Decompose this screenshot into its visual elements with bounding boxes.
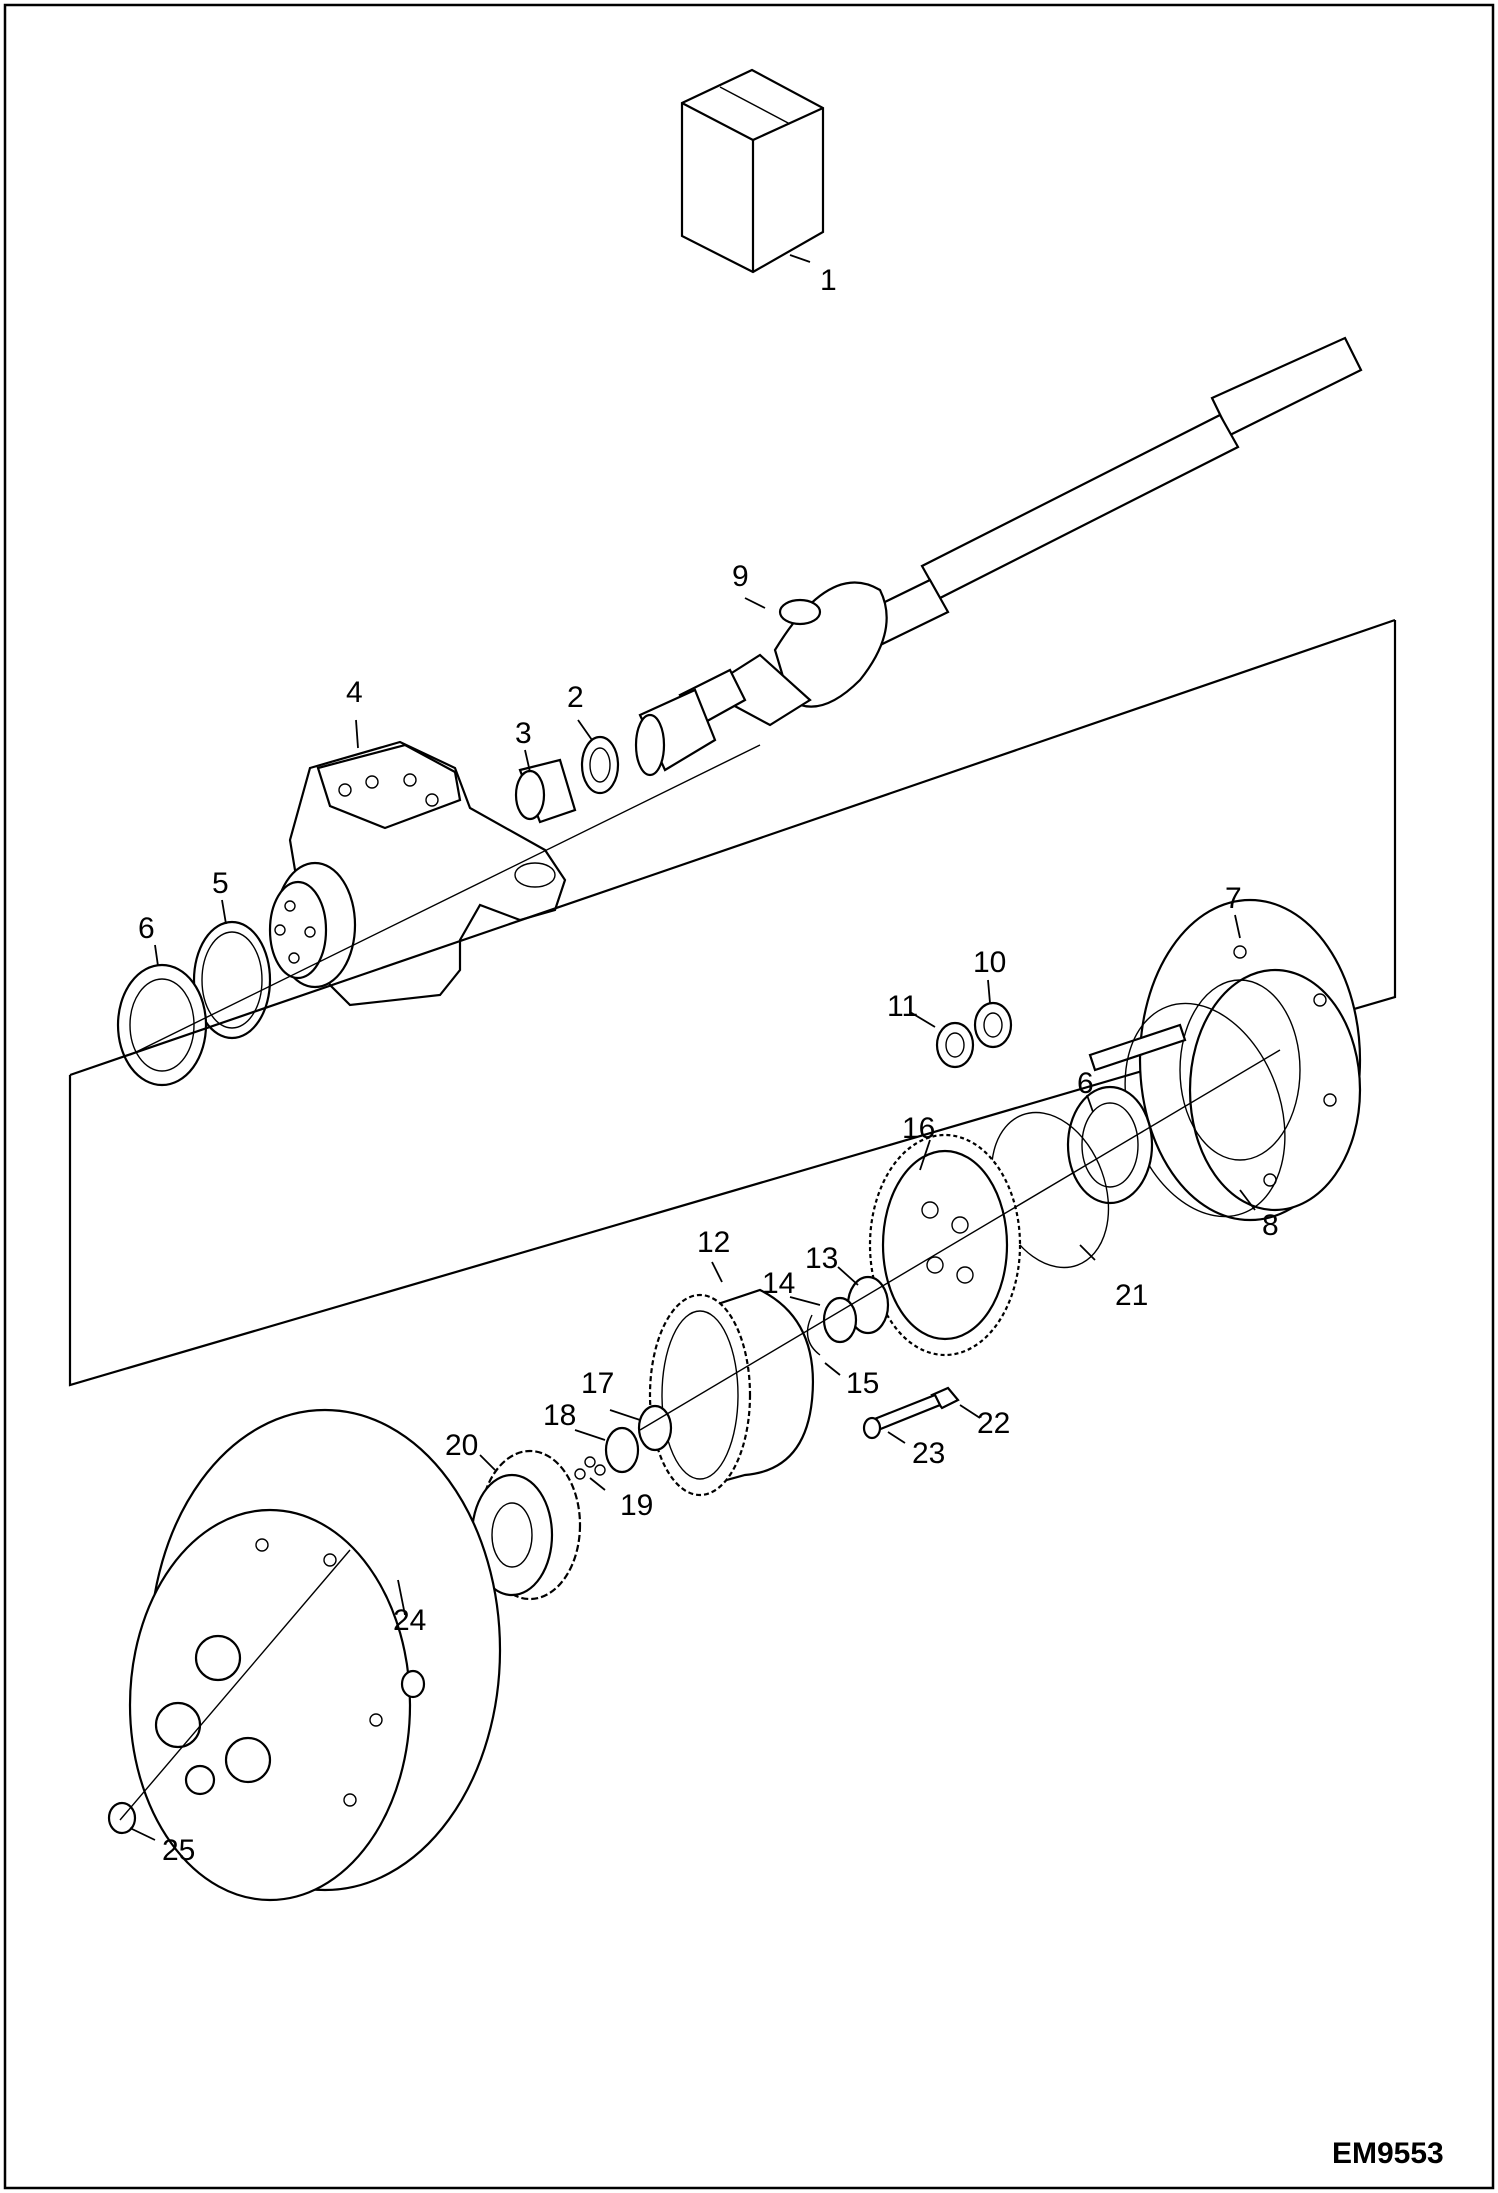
callout-11: 11 [887, 990, 918, 1023]
callout-12: 12 [697, 1226, 730, 1259]
callout-19: 19 [620, 1489, 653, 1522]
callout-15: 15 [846, 1367, 879, 1400]
callout-22: 22 [977, 1407, 1010, 1440]
assembly-group-outline [68, 620, 1397, 1387]
callout-14: 14 [762, 1267, 795, 1300]
callout-3: 3 [515, 717, 532, 750]
wheel-nut-part [973, 1001, 1013, 1049]
callout-17: 17 [581, 1367, 614, 1400]
callout-2: 2 [567, 681, 584, 714]
plug-part [400, 1669, 426, 1699]
callout-labels: 1 2 3 4 5 6 6 7 8 9 10 11 12 13 14 15 16… [138, 264, 1279, 1867]
lug-nut-part [935, 1021, 975, 1069]
callout-18: 18 [543, 1399, 576, 1432]
page-border [3, 3, 1495, 2190]
callout-6-left: 6 [138, 912, 155, 945]
axle-shaft-part [634, 336, 1363, 777]
callout-1: 1 [820, 264, 837, 297]
callout-5: 5 [212, 867, 229, 900]
spindle-housing-part [128, 1408, 502, 1902]
drawing-code: EM9553 [1332, 2137, 1444, 2170]
large-seal-part [192, 920, 272, 1040]
callout-4: 4 [346, 676, 363, 709]
callout-16: 16 [902, 1112, 935, 1145]
spacer-washer-part [604, 1426, 640, 1474]
cap-screw-part [862, 1393, 942, 1440]
callout-9: 9 [732, 560, 749, 593]
yoke-part [678, 581, 888, 727]
callout-23: 23 [912, 1437, 945, 1470]
callout-6-right: 6 [1077, 1067, 1094, 1100]
callout-20: 20 [445, 1429, 478, 1462]
callout-7: 7 [1225, 882, 1242, 915]
leader-lines [129, 254, 1256, 1841]
callout-10: 10 [973, 946, 1006, 979]
callout-8: 8 [1262, 1209, 1279, 1242]
bushing-part [514, 758, 577, 824]
planet-carrier-part [868, 1133, 1022, 1357]
splined-stub-part [634, 688, 717, 777]
planet-gear-part [470, 1449, 582, 1601]
steering-knuckle-part [268, 740, 567, 1007]
callout-24: 24 [393, 1604, 426, 1637]
bearing-cup-part [1066, 1085, 1154, 1205]
callout-13: 13 [805, 1242, 838, 1275]
ring-gear-part [648, 1288, 814, 1497]
wheel-hub-part [1088, 898, 1362, 1222]
callout-25: 25 [162, 1834, 195, 1867]
seal-part [580, 735, 620, 795]
callout-21: 21 [1115, 1279, 1148, 1312]
circlip-part [806, 1314, 821, 1356]
bearing-cone-part [116, 963, 208, 1087]
kit-box-part [680, 68, 825, 274]
